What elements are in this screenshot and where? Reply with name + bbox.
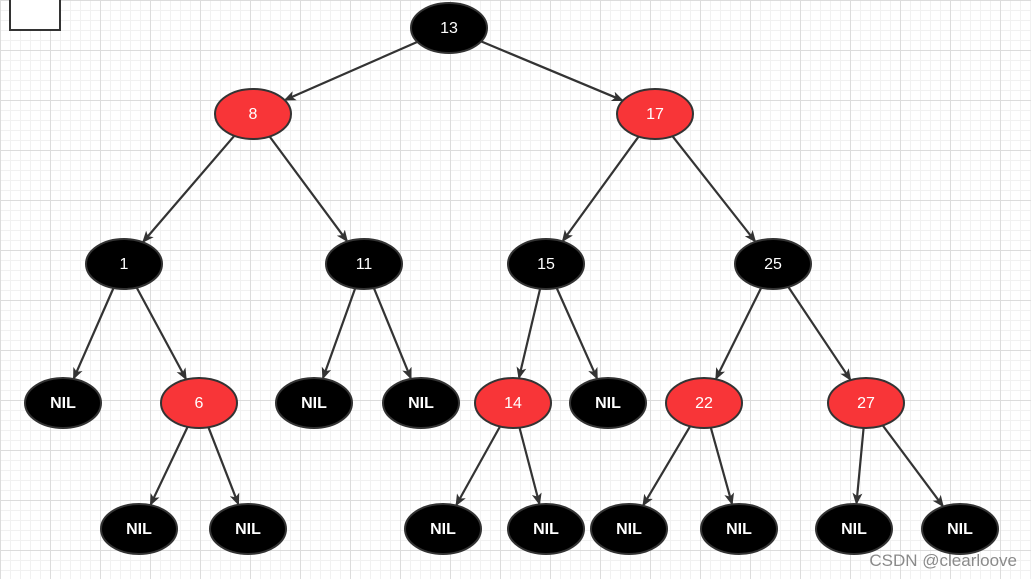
nil-leaf-node: NIL xyxy=(404,503,482,555)
node-label: NIL xyxy=(235,521,261,538)
edge-22-to-nil xyxy=(709,427,735,506)
black-node-ellipse xyxy=(921,503,999,555)
edge-8-to-11 xyxy=(268,135,348,243)
nil-leaf-node: NIL xyxy=(815,503,893,555)
edge-15-to-nil xyxy=(555,287,598,380)
node-label: NIL xyxy=(947,521,973,538)
black-node-ellipse xyxy=(700,503,778,555)
red-node-ellipse xyxy=(665,377,743,429)
nil-leaf-node: NIL xyxy=(100,503,178,555)
node-label: NIL xyxy=(408,395,434,412)
edge-22-to-nil xyxy=(642,425,692,507)
nil-leaf-node: NIL xyxy=(382,377,460,429)
edge-17-to-15 xyxy=(561,135,640,243)
black-node-ellipse xyxy=(404,503,482,555)
node-label: 17 xyxy=(646,106,664,123)
node-label: NIL xyxy=(301,395,327,412)
edge-6-to-nil xyxy=(207,426,240,506)
red-node-ellipse xyxy=(616,88,694,140)
edge-27-to-nil xyxy=(881,424,944,508)
node-label: 25 xyxy=(764,256,782,273)
edge-25-to-22 xyxy=(715,287,763,381)
node-label: NIL xyxy=(430,521,456,538)
tree-node-13: 13 xyxy=(410,2,488,54)
nil-leaf-node: NIL xyxy=(24,377,102,429)
black-node-ellipse xyxy=(275,377,353,429)
nil-leaf-node: NIL xyxy=(209,503,287,555)
tree-node-1: 1 xyxy=(85,238,163,290)
edge-1-to-nil xyxy=(72,287,115,380)
red-node-ellipse xyxy=(827,377,905,429)
tree-node-15: 15 xyxy=(507,238,585,290)
black-node-ellipse xyxy=(209,503,287,555)
node-label: NIL xyxy=(616,521,642,538)
edge-1-to-6 xyxy=(135,287,187,381)
node-label: 15 xyxy=(537,256,555,273)
edge-13-to-17 xyxy=(480,40,624,102)
edge-14-to-nil xyxy=(518,427,542,506)
node-label: 6 xyxy=(195,395,204,412)
tree-node-17: 17 xyxy=(616,88,694,140)
black-node-ellipse xyxy=(410,2,488,54)
edge-8-to-1 xyxy=(142,135,236,244)
node-label: 11 xyxy=(356,256,373,273)
nil-leaf-node: NIL xyxy=(507,503,585,555)
black-node-ellipse xyxy=(569,377,647,429)
node-label: NIL xyxy=(50,395,76,412)
tree-node-8: 8 xyxy=(214,88,292,140)
node-label: NIL xyxy=(533,521,559,538)
edge-11-to-nil xyxy=(321,287,357,380)
nil-leaf-node: NIL xyxy=(700,503,778,555)
edge-17-to-25 xyxy=(671,135,757,243)
nil-leaf-node: NIL xyxy=(569,377,647,429)
edge-27-to-nil xyxy=(852,427,865,506)
node-label: NIL xyxy=(595,395,621,412)
black-node-ellipse xyxy=(85,238,163,290)
edge-15-to-14 xyxy=(516,288,542,380)
black-node-ellipse xyxy=(734,238,812,290)
black-node-ellipse xyxy=(24,377,102,429)
black-node-ellipse xyxy=(325,238,403,290)
black-node-ellipse xyxy=(100,503,178,555)
red-node-ellipse xyxy=(474,377,552,429)
black-node-ellipse xyxy=(382,377,460,429)
tree-node-11: 11 xyxy=(325,238,403,290)
edge-13-to-8 xyxy=(283,40,418,101)
tree-node-25: 25 xyxy=(734,238,812,290)
tree-node-6: 6 xyxy=(160,377,238,429)
node-label: 27 xyxy=(857,395,875,412)
black-node-ellipse xyxy=(815,503,893,555)
black-node-ellipse xyxy=(507,238,585,290)
node-label: NIL xyxy=(726,521,752,538)
edge-6-to-nil xyxy=(149,426,189,507)
black-node-ellipse xyxy=(590,503,668,555)
node-label: 1 xyxy=(120,256,129,273)
tree-node-14: 14 xyxy=(474,377,552,429)
node-label: NIL xyxy=(126,521,152,538)
node-label: 13 xyxy=(440,20,458,37)
black-node-ellipse xyxy=(507,503,585,555)
edge-14-to-nil xyxy=(455,425,501,507)
nil-leaf-node: NIL xyxy=(921,503,999,555)
edge-25-to-27 xyxy=(787,286,852,381)
tree-node-22: 22 xyxy=(665,377,743,429)
node-label: 8 xyxy=(249,106,258,123)
edge-11-to-nil xyxy=(372,287,412,380)
nil-leaf-node: NIL xyxy=(590,503,668,555)
red-node-ellipse xyxy=(214,88,292,140)
node-label: NIL xyxy=(841,521,867,538)
node-label: 14 xyxy=(504,395,522,412)
watermark: CSDN @clearloove xyxy=(869,551,1017,570)
nil-leaf-node: NIL xyxy=(275,377,353,429)
red-node-ellipse xyxy=(160,377,238,429)
edges xyxy=(72,40,944,508)
tree-node-27: 27 xyxy=(827,377,905,429)
node-label: 22 xyxy=(695,395,713,412)
corner-box xyxy=(9,0,61,31)
